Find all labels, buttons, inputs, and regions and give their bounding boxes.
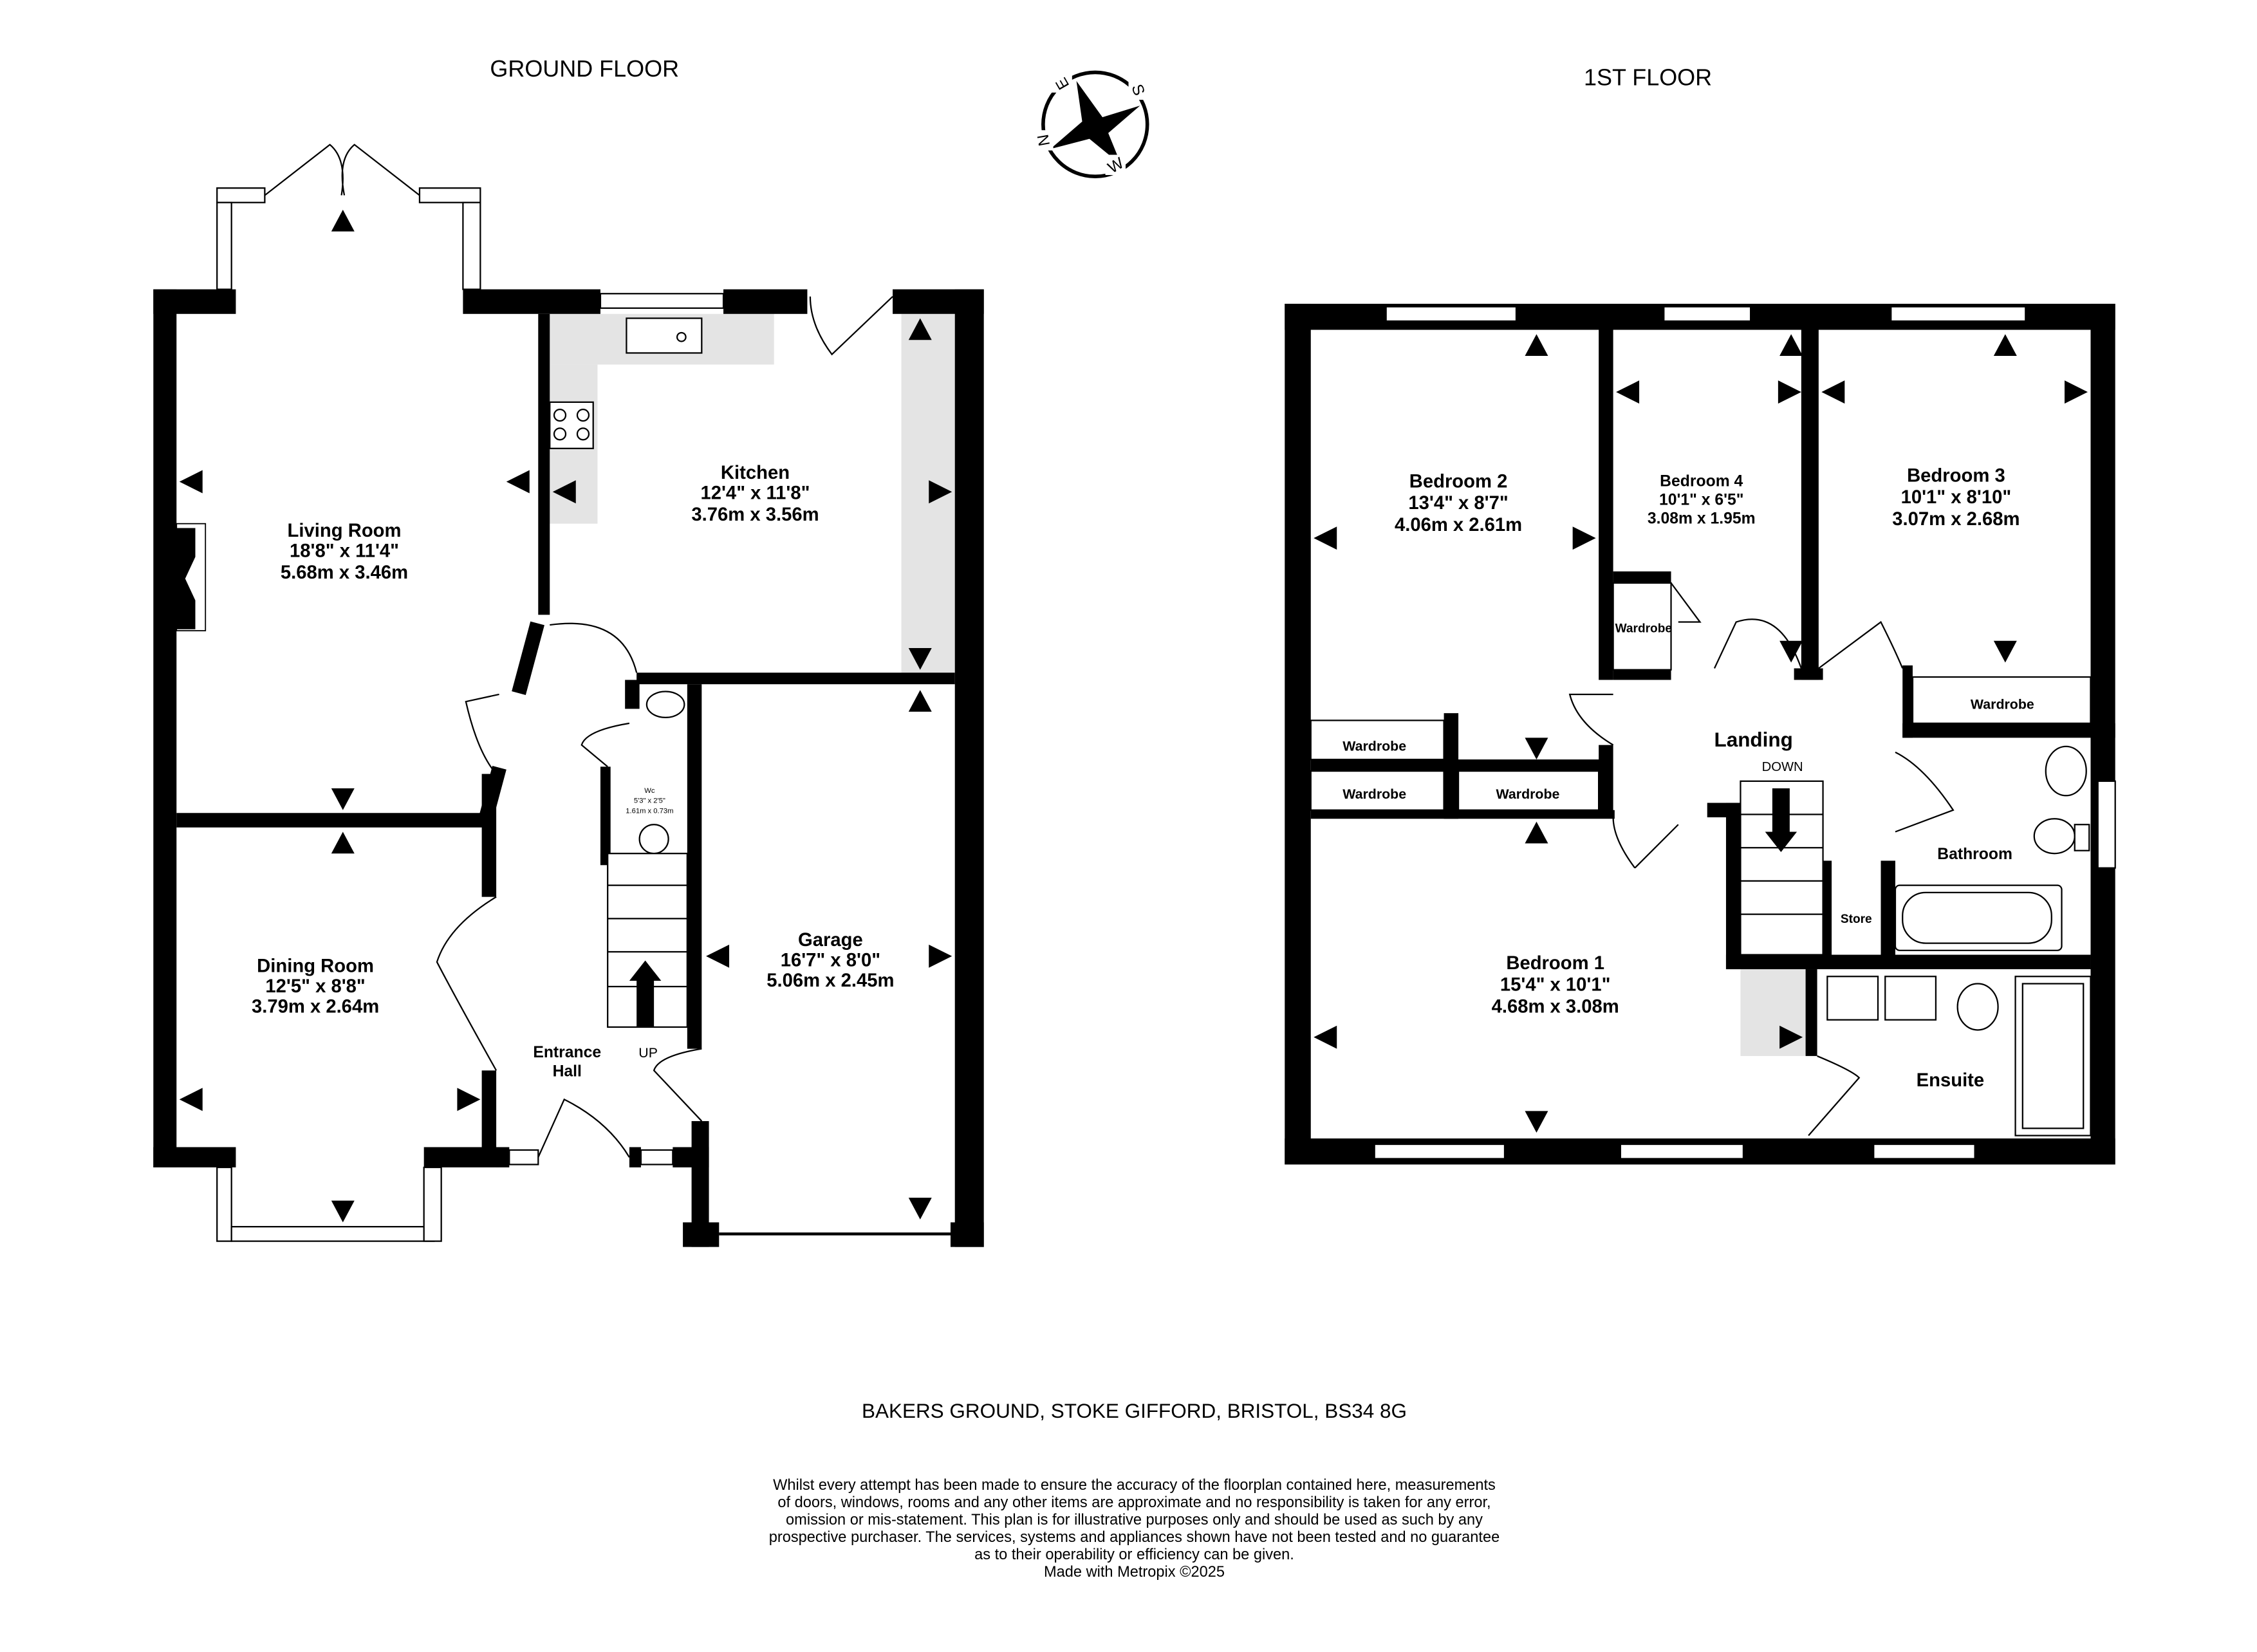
- living-room-name: Living Room: [288, 521, 402, 541]
- stairs-first: [1740, 780, 1824, 956]
- dining-room-name: Dining Room: [257, 956, 374, 977]
- wardrobe-label-bed4: Wardrobe: [1615, 622, 1672, 635]
- living-room-imperial: 18'8" x 11'4": [290, 541, 399, 561]
- disclaimer-line: prospective purchaser. The services, sys…: [769, 1529, 1500, 1546]
- stairs-up-label: UP: [638, 1045, 658, 1061]
- compass-icon: E S N W: [1033, 70, 1149, 179]
- bedroom1-metric: 4.68m x 3.08m: [1492, 996, 1619, 1017]
- disclaimer-line: of doors, windows, rooms and any other i…: [777, 1494, 1491, 1511]
- bedroom4-name: Bedroom 4: [1660, 472, 1743, 490]
- dimension-arrows-first: [1314, 334, 2088, 1133]
- first-floor-title: 1ST FLOOR: [1584, 64, 1712, 91]
- disclaimer-line: omission or mis-statement. This plan is …: [786, 1512, 1483, 1528]
- dining-room-metric: 3.79m x 2.64m: [252, 996, 379, 1017]
- bedroom2-name: Bedroom 2: [1409, 472, 1508, 492]
- bedroom3-name: Bedroom 3: [1907, 466, 2005, 487]
- kitchen-name: Kitchen: [721, 463, 790, 483]
- bedroom3-imperial: 10'1" x 8'10": [1901, 487, 2012, 508]
- kitchen-imperial: 12'4" x 11'8": [700, 483, 810, 503]
- stairs-ground: [607, 853, 688, 1028]
- wardrobe-label-bed2: Wardrobe: [1342, 739, 1406, 754]
- wc-imperial: 5'3" x 2'5": [634, 797, 665, 805]
- kitchen-metric: 3.76m x 3.56m: [691, 505, 819, 525]
- address: BAKERS GROUND, STOKE GIFFORD, BRISTOL, B…: [862, 1400, 1407, 1422]
- store-label: Store: [1841, 913, 1872, 926]
- stairs-down-label: DOWN: [1762, 760, 1803, 774]
- dining-room-imperial: 12'5" x 8'8": [265, 976, 365, 997]
- disclaimer-line: as to their operability or efficiency ca…: [974, 1546, 1294, 1563]
- bedroom1-imperial: 15'4" x 10'1": [1500, 975, 1611, 996]
- hall-name-2: Hall: [553, 1063, 582, 1080]
- bedroom2-imperial: 13'4" x 8'7": [1408, 493, 1508, 514]
- hall-name-1: Entrance: [533, 1044, 601, 1061]
- bathroom-label: Bathroom: [1937, 846, 2012, 863]
- bedroom3-metric: 3.07m x 2.68m: [1892, 509, 2020, 530]
- bedroom2-metric: 4.06m x 2.61m: [1395, 515, 1522, 535]
- dimension-arrows-ground: [179, 209, 952, 1223]
- garage-name: Garage: [798, 930, 863, 951]
- compass-n: N: [1034, 133, 1054, 147]
- ground-floor-title: GROUND FLOOR: [490, 55, 679, 82]
- wardrobe-label-bed1-left: Wardrobe: [1342, 786, 1406, 802]
- wc-name: Wc: [644, 787, 655, 795]
- wardrobe-label-bed1-right: Wardrobe: [1496, 786, 1560, 802]
- bedroom4-metric: 3.08m x 1.95m: [1648, 510, 1756, 528]
- disclaimer: Whilst every attempt has been made to en…: [769, 1477, 1500, 1581]
- landing-label: Landing: [1714, 729, 1792, 751]
- wardrobe-label-bed3: Wardrobe: [1971, 696, 2034, 712]
- garage-imperial: 16'7" x 8'0": [781, 951, 880, 971]
- disclaimer-line: Whilst every attempt has been made to en…: [773, 1477, 1496, 1494]
- first-floor-plan: Bedroom 2 13'4" x 8'7" 4.06m x 2.61m Bed…: [1285, 304, 2116, 1165]
- disclaimer-credit: Made with Metropix ©2025: [1044, 1564, 1225, 1581]
- living-room-metric: 5.68m x 3.46m: [281, 562, 408, 583]
- ensuite-label: Ensuite: [1917, 1070, 1985, 1091]
- bedroom4-imperial: 10'1" x 6'5": [1659, 491, 1743, 508]
- bedroom1-name: Bedroom 1: [1506, 953, 1604, 974]
- garage-metric: 5.06m x 2.45m: [766, 970, 894, 991]
- wc-metric: 1.61m x 0.73m: [626, 807, 673, 815]
- ground-floor-plan: Living Room 18'8" x 11'4" 5.68m x 3.46m …: [153, 144, 984, 1247]
